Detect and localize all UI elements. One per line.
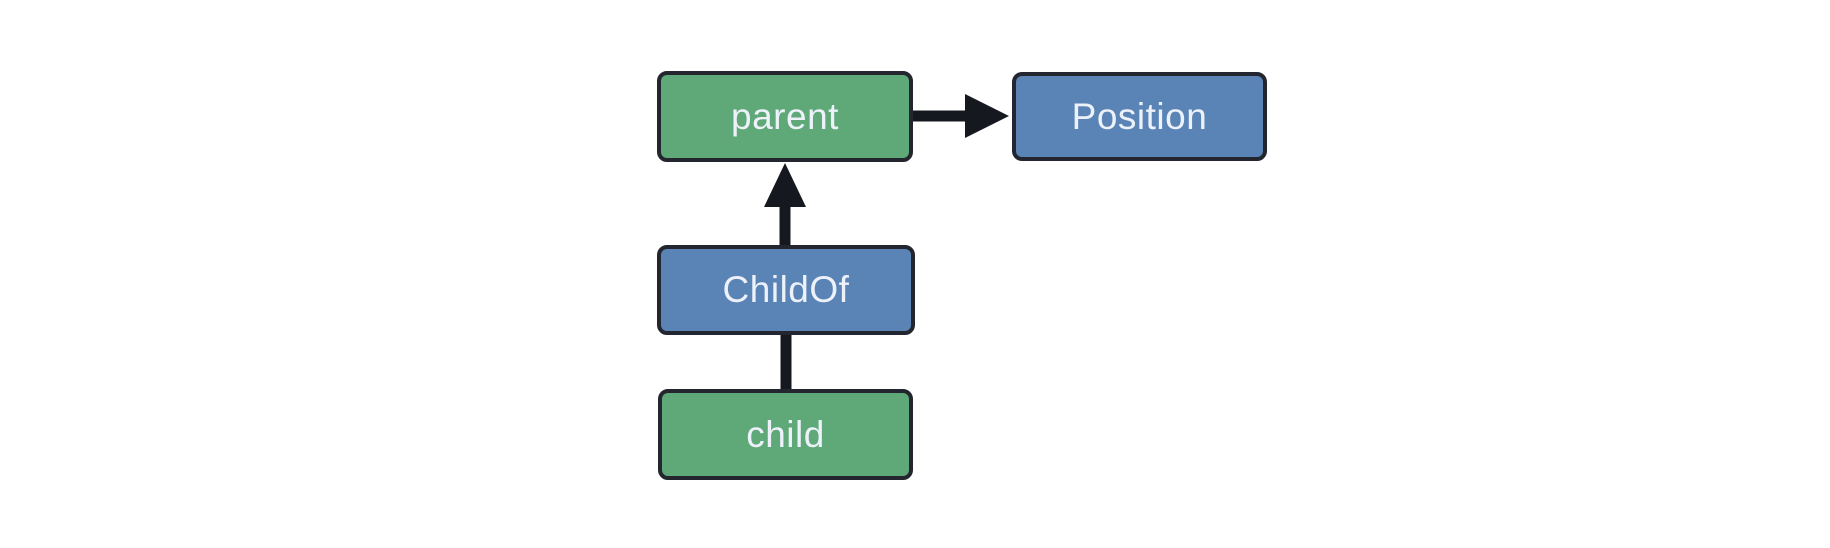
node-parent-label: parent xyxy=(731,95,839,137)
node-position: Position xyxy=(1012,72,1267,161)
node-child-label: child xyxy=(746,413,825,455)
node-childof: ChildOf xyxy=(657,245,915,335)
node-position-label: Position xyxy=(1071,95,1208,137)
node-parent: parent xyxy=(657,71,913,162)
edge-parent-to-position-arrow xyxy=(910,94,1009,138)
node-childof-label: ChildOf xyxy=(722,269,850,310)
node-child: child xyxy=(658,389,913,480)
edge-childof-to-parent-arrow xyxy=(764,163,806,248)
